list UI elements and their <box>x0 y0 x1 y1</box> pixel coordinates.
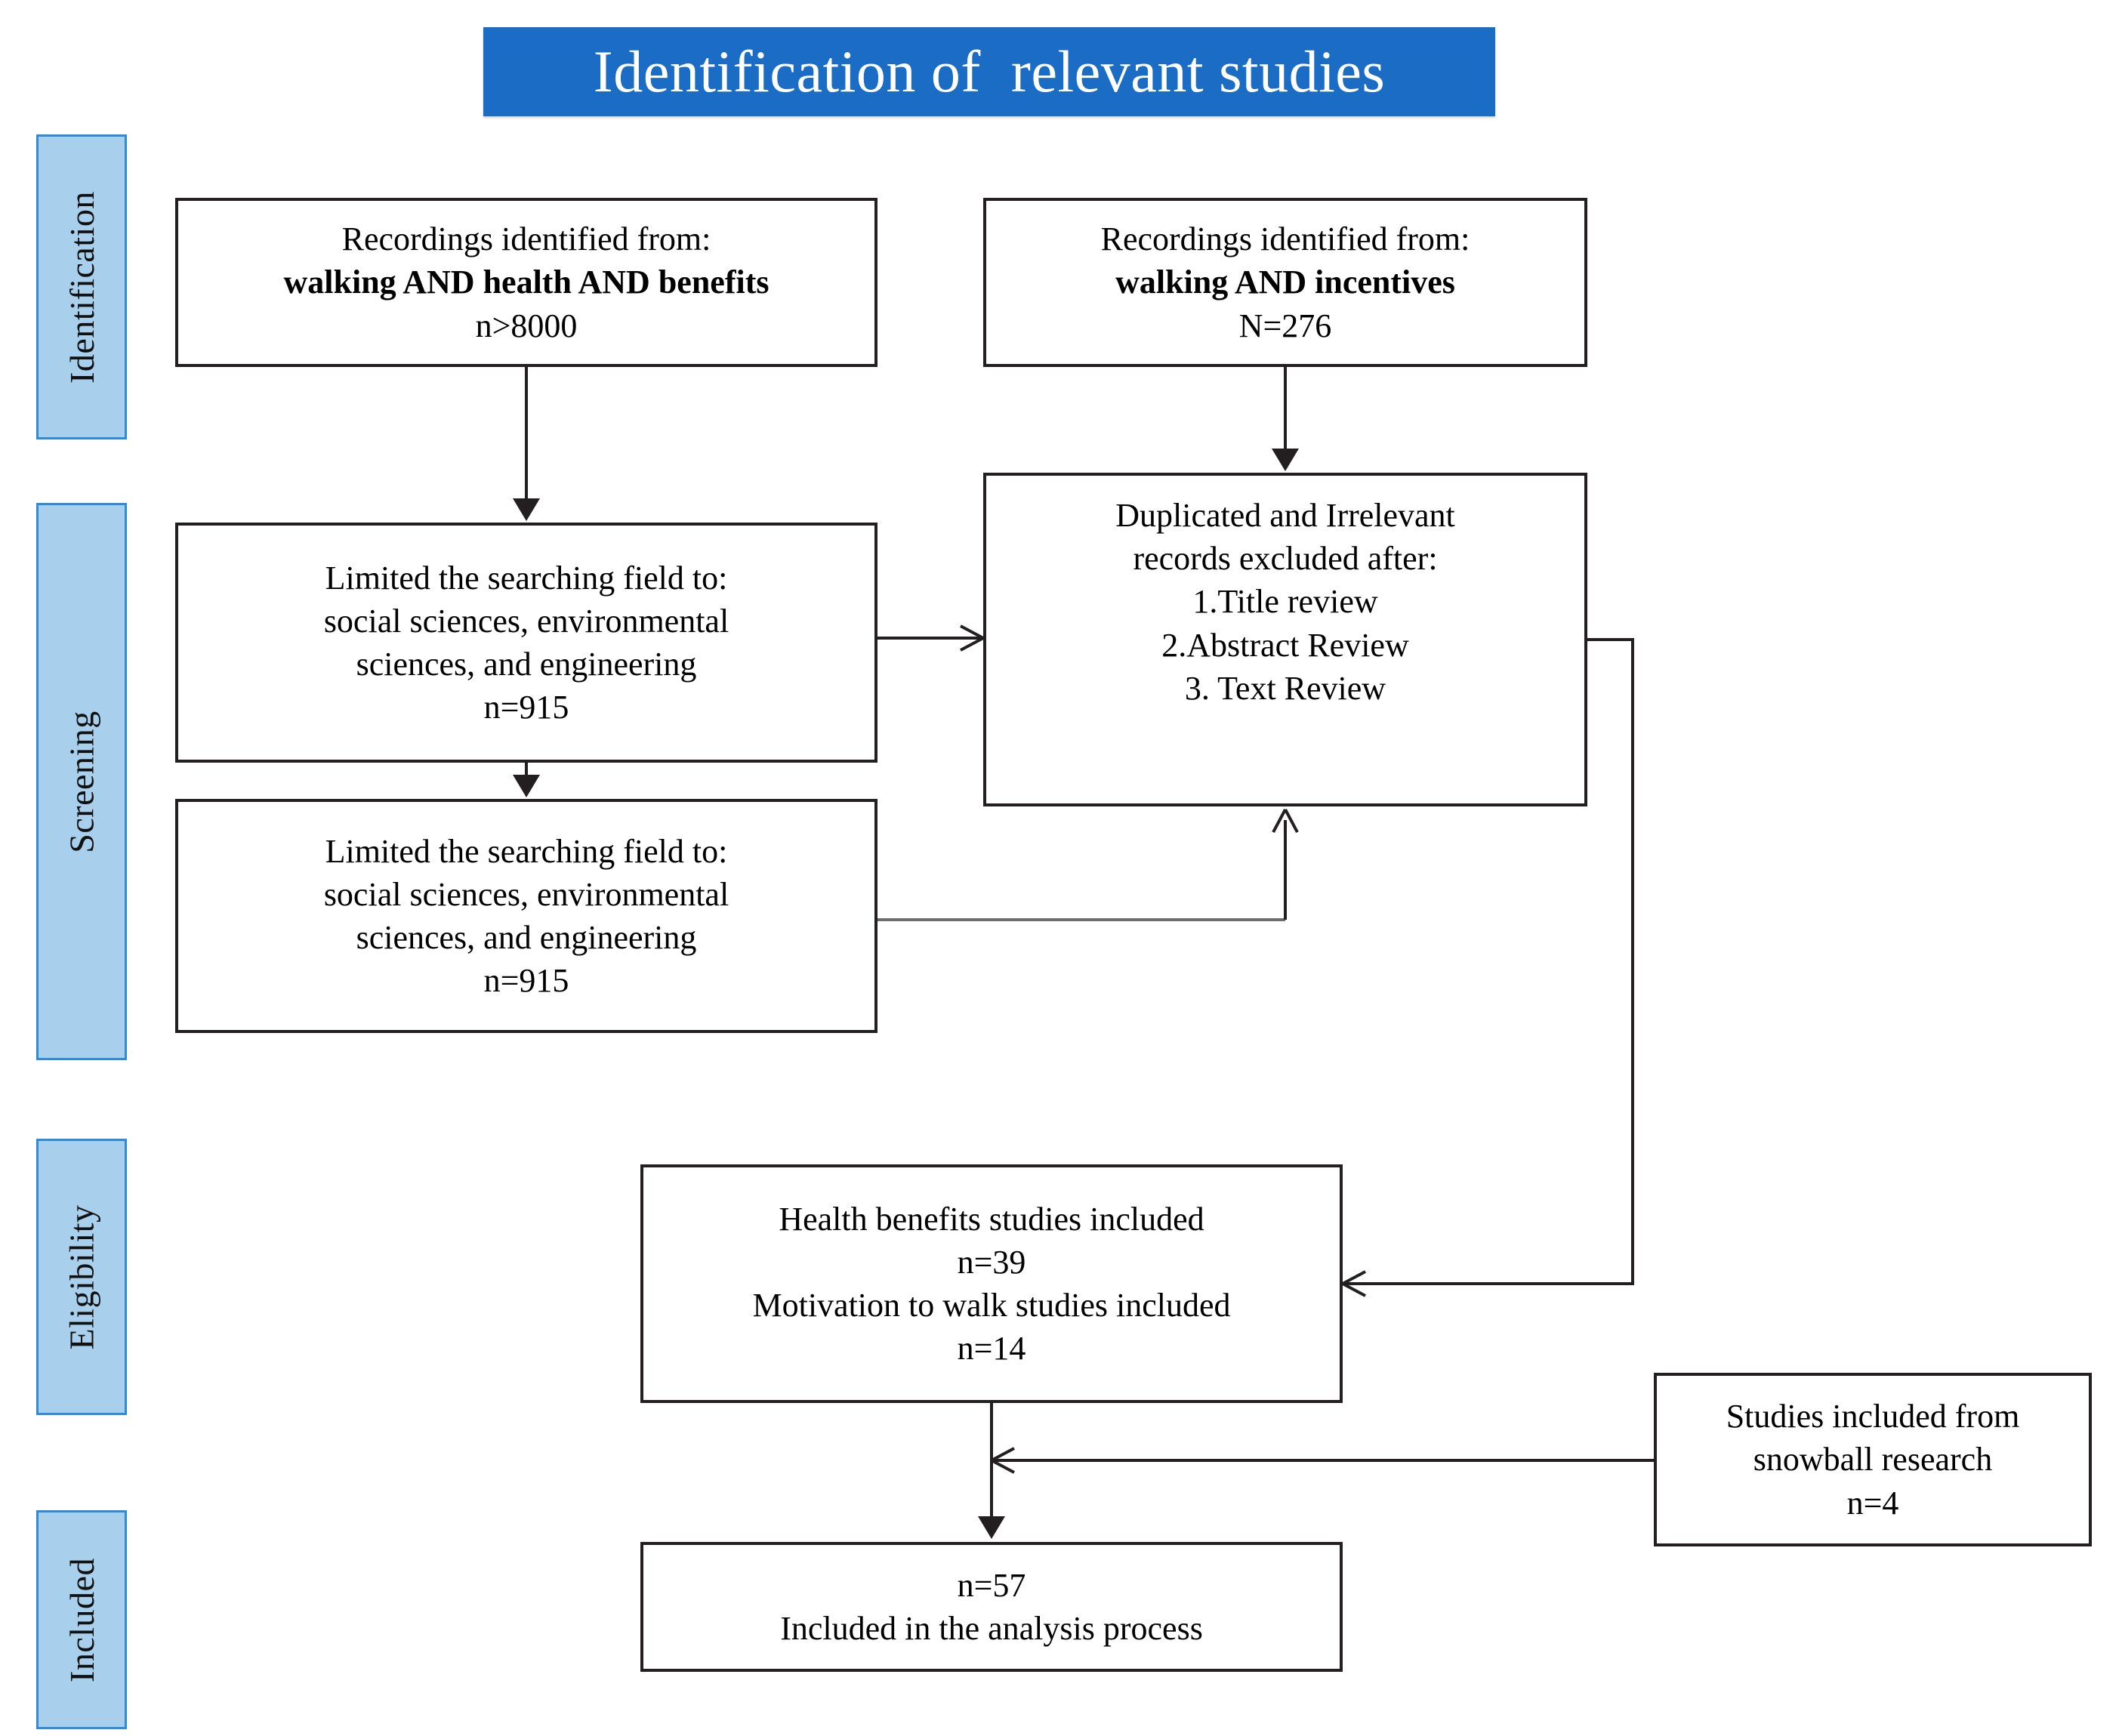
box-final-included-line-1: n=57 <box>957 1566 1026 1604</box>
stage-label-screening: Screening <box>36 503 127 1060</box>
box-studies-included-line-1: Health benefits studies included <box>779 1200 1204 1238</box>
box-screening-first: Limited the searching field to: social s… <box>175 523 877 763</box>
box-identification-left: Recordings identified from: walking AND … <box>175 198 877 367</box>
box-studies-included-line-3: Motivation to walk studies included <box>752 1287 1231 1324</box>
box-studies-included-line-2: n=39 <box>957 1243 1026 1281</box>
stage-label-identification-text: Identification <box>62 190 101 384</box>
box-screening-first-line-1: Limited the searching field to: <box>325 559 728 597</box>
connector-screening-second-up <box>1284 820 1287 920</box>
box-records-excluded-line-2: records excluded after: <box>1133 540 1438 578</box>
box-screening-first-line-3: sciences, and engineering <box>356 646 697 683</box>
arrowhead-identification-right-down <box>1272 449 1299 471</box>
box-identification-left-line-3: n>8000 <box>475 307 578 344</box>
box-snowball-research-line-1: Studies included from <box>1726 1398 2020 1435</box>
box-identification-right-line-1: Recordings identified from: <box>1100 220 1470 258</box>
stage-label-screening-text: Screening <box>62 710 101 853</box>
diagram-title-banner: Identification of relevant studies <box>483 27 1495 116</box>
box-final-included: n=57 Included in the analysis process <box>640 1542 1343 1672</box>
arrowhead-eligibility-to-final <box>978 1516 1005 1539</box>
connector-screening-first-to-second <box>525 763 528 778</box>
connector-excluded-to-eligibility <box>1343 1282 1634 1285</box>
connector-screening-first-to-excluded <box>877 637 985 640</box>
box-records-excluded-line-3: 1.Title review <box>1192 583 1378 621</box>
box-snowball-research-line-2: snowball research <box>1753 1441 1993 1479</box>
box-screening-second-line-1: Limited the searching field to: <box>325 832 728 870</box>
stage-label-eligibility-text: Eligibility <box>62 1204 101 1350</box>
connector-excluded-down <box>1631 638 1634 1285</box>
box-records-excluded-line-1: Duplicated and Irrelevant <box>1115 497 1455 534</box>
box-screening-first-line-4: n=915 <box>483 689 569 726</box>
box-screening-second-line-4: n=915 <box>483 962 569 1000</box>
connector-screening-second-right <box>877 918 1285 921</box>
box-screening-second: Limited the searching field to: social s… <box>175 799 877 1033</box>
connector-excluded-right <box>1587 638 1634 641</box>
box-studies-included-line-4: n=14 <box>957 1330 1026 1368</box>
box-identification-right-line-3: N=276 <box>1238 307 1332 344</box>
box-final-included-line-2: Included in the analysis process <box>780 1610 1203 1647</box>
box-identification-right-line-2: walking AND incentives <box>1115 264 1455 301</box>
box-identification-left-line-1: Recordings identified from: <box>341 220 711 258</box>
arrowhead-screening-first-to-second <box>513 775 540 797</box>
box-identification-left-line-2: walking AND health AND benefits <box>283 264 770 301</box>
box-records-excluded: Duplicated and Irrelevant records exclud… <box>983 473 1587 806</box>
box-identification-right: Recordings identified from: walking AND … <box>983 198 1587 367</box>
stage-label-included-text: Included <box>62 1557 101 1682</box>
stage-label-identification: Identification <box>36 134 127 439</box>
diagram-title-text: Identification of relevant studies <box>593 39 1386 105</box>
box-records-excluded-line-4: 2.Abstract Review <box>1161 626 1409 664</box>
box-studies-included: Health benefits studies included n=39 Mo… <box>640 1164 1343 1403</box>
box-snowball-research-line-3: n=4 <box>1846 1484 1899 1522</box>
connector-identification-left-to-screening <box>525 367 528 500</box>
connector-snowball-to-final <box>992 1459 1655 1462</box>
box-screening-second-line-3: sciences, and engineering <box>356 919 697 956</box>
box-snowball-research: Studies included from snowball research … <box>1654 1373 2092 1546</box>
connector-identification-right-to-excluded <box>1284 367 1287 450</box>
stage-label-included: Included <box>36 1510 127 1729</box>
arrowhead-identification-left-down <box>513 498 540 521</box>
box-screening-first-line-2: social sciences, environmental <box>323 602 729 640</box>
stage-label-eligibility: Eligibility <box>36 1139 127 1415</box>
box-screening-second-line-2: social sciences, environmental <box>323 875 729 913</box>
box-records-excluded-line-5: 3. Text Review <box>1184 669 1386 707</box>
